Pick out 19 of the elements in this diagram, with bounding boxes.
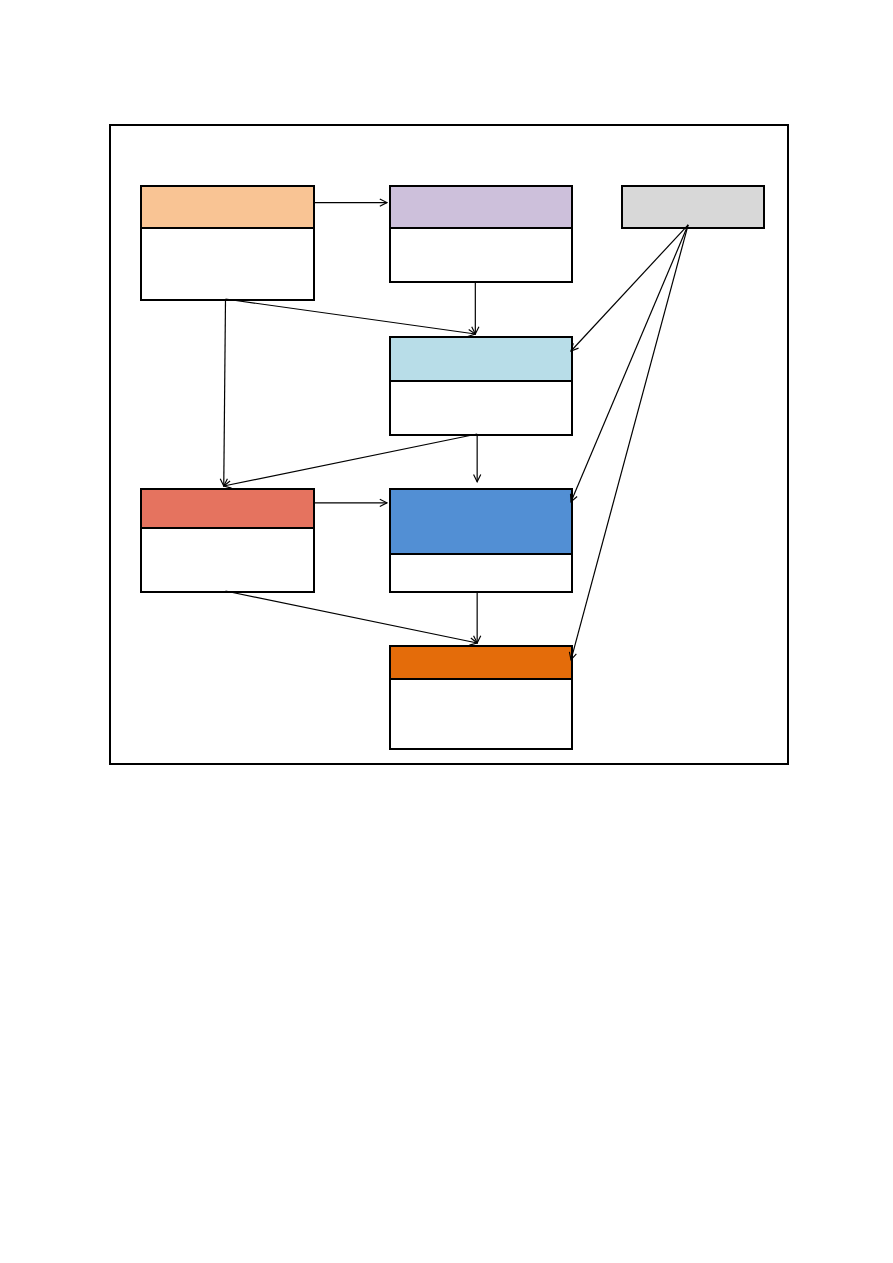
arrow <box>223 433 478 489</box>
arrow <box>224 590 478 646</box>
process-box <box>389 185 573 283</box>
arrow <box>219 298 228 487</box>
arrow <box>473 433 482 483</box>
arrow <box>568 224 689 661</box>
arrow <box>312 498 388 507</box>
process-box <box>389 488 573 593</box>
arrow <box>312 198 388 207</box>
arrow <box>224 298 476 338</box>
process-box <box>389 336 573 436</box>
arrow <box>471 280 480 335</box>
frame-box <box>109 124 789 765</box>
arrow <box>570 224 689 352</box>
process-box <box>389 645 573 750</box>
process-box <box>140 185 315 301</box>
arrow <box>473 590 482 644</box>
process-box <box>140 488 315 593</box>
arrow <box>569 224 689 503</box>
